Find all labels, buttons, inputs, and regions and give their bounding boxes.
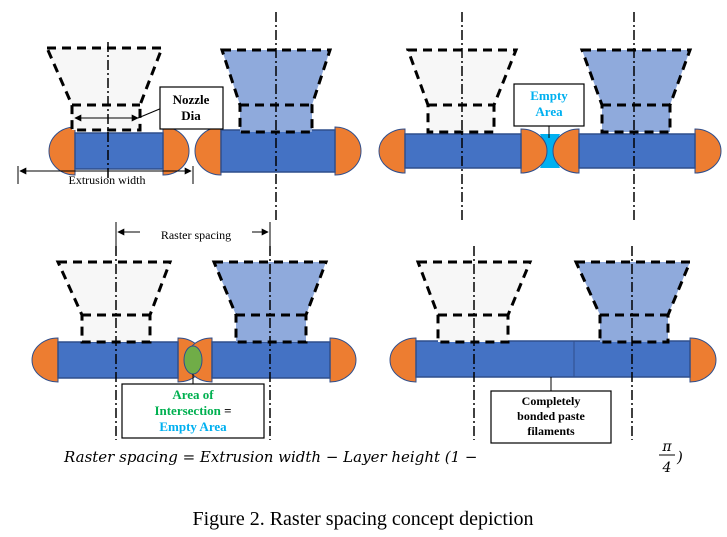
formula: Raster spacing = Extrusion width − Layer… [63, 439, 683, 476]
panel-top-left: Nozzle Dia Extrusion width [17, 12, 362, 222]
panel-top-right: Empty Area [378, 12, 722, 222]
formula-close: ) [676, 448, 683, 466]
filament-3a [31, 337, 205, 383]
filament-1b [194, 126, 362, 176]
intersection-label-line2: Intersection = [154, 403, 231, 418]
intersection-label-line1: Area of [172, 387, 214, 402]
filament-1a [48, 126, 190, 176]
nozzle-blue-4 [573, 260, 693, 344]
nozzle-empty-1 [44, 46, 165, 132]
bonded-label-line1: Completely [522, 394, 581, 408]
formula-pi: π [661, 439, 672, 455]
extrusion-width-label: Extrusion width [69, 173, 146, 187]
panel-bottom-right: Completely bonded paste filaments [389, 246, 717, 444]
empty-area-label-line1: Empty [530, 88, 568, 103]
nozzle-label-line2: Dia [181, 108, 201, 123]
nozzle-blue-2 [579, 48, 693, 134]
bonded-filament [389, 337, 717, 383]
bonded-label-line2: bonded paste [517, 409, 585, 423]
formula-four: 4 [662, 460, 672, 476]
nozzle-dia-label-box [159, 86, 224, 130]
filament-2b [552, 128, 722, 174]
intersection-equals: = [221, 403, 232, 418]
filament-3b [185, 337, 357, 383]
bonded-label-line3: filaments [527, 424, 575, 438]
bonded-label-box [490, 390, 612, 444]
nozzle-empty-3 [55, 260, 173, 344]
filament-2a [378, 128, 548, 174]
intersection-label-line3: Empty Area [159, 419, 227, 434]
intersection-word: Intersection [154, 403, 221, 418]
raster-spacing-dimension: Raster spacing [115, 222, 271, 246]
nozzle-label-line1: Nozzle [173, 92, 210, 107]
figure-caption: Figure 2. Raster spacing concept depicti… [192, 508, 533, 530]
raster-spacing-label: Raster spacing [161, 228, 231, 242]
panel-bottom-left: Area of Intersection = Empty Area [31, 246, 357, 440]
empty-area-label-box [513, 83, 585, 127]
formula-left: Raster spacing = Extrusion width − Layer… [63, 448, 478, 466]
intersection-area [183, 345, 203, 375]
intersection-label-box [121, 383, 265, 439]
empty-area-label-line2: Area [535, 104, 563, 119]
